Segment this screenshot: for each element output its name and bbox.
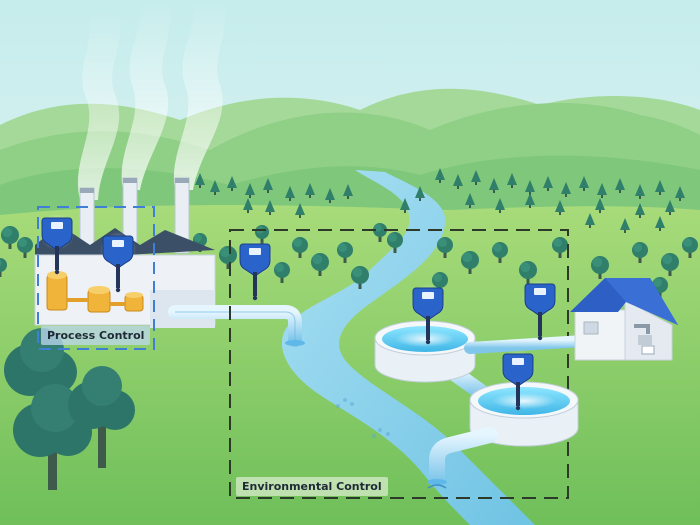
pine-tree-icon	[525, 193, 535, 208]
process-control-frame	[37, 206, 155, 350]
chimney	[79, 187, 95, 249]
pine-tree-icon	[635, 184, 645, 199]
house-icon	[570, 278, 678, 361]
pine-tree-icon	[561, 182, 571, 197]
sensors	[39, 214, 558, 411]
tree-icon	[492, 242, 508, 263]
background-trees	[195, 168, 685, 233]
water-sensor-icon	[237, 240, 273, 301]
pine-tree-icon	[305, 183, 315, 198]
pine-tree-icon	[555, 200, 565, 215]
treatment-basin-icon	[374, 320, 493, 403]
pine-tree-icon	[265, 200, 275, 215]
foreground-trees	[4, 328, 135, 490]
process-control-label: Process Control	[41, 326, 151, 345]
pine-tree-icon	[495, 198, 505, 213]
pine-tree-icon	[675, 186, 685, 201]
tree-icon	[68, 366, 135, 468]
tree-icon	[591, 256, 609, 279]
tree-icon	[461, 251, 479, 274]
tree-icon	[661, 253, 679, 276]
water-tap-icon	[634, 324, 655, 355]
tree-icon	[1, 226, 19, 249]
tree-icon	[0, 258, 7, 277]
tree-icon	[292, 237, 308, 258]
pine-tree-icon	[595, 198, 605, 213]
pipe-icon	[168, 305, 305, 347]
pine-tree-icon	[343, 184, 353, 199]
pine-tree-icon	[579, 176, 589, 191]
pine-tree-icon	[655, 180, 665, 195]
pine-tree-icon	[585, 213, 595, 228]
pine-tree-icon	[400, 198, 410, 213]
tree-icon	[437, 237, 453, 258]
pine-tree-icon	[507, 173, 517, 188]
tree-icon	[337, 242, 353, 263]
river	[281, 170, 535, 525]
water-sensor-icon	[39, 214, 75, 275]
tree-icon	[432, 272, 448, 293]
round-trees	[0, 223, 698, 312]
pine-tree-icon	[243, 198, 253, 213]
pine-tree-icon	[295, 203, 305, 218]
tree-icon	[682, 237, 698, 258]
pine-tree-icon	[655, 216, 665, 231]
tree-icon	[274, 262, 290, 283]
water-sensor-icon	[410, 284, 446, 345]
tree-icon	[632, 242, 648, 263]
pine-tree-icon	[227, 176, 237, 191]
tree-icon	[519, 261, 537, 284]
pine-tree-icon	[635, 203, 645, 218]
pine-tree-icon	[325, 188, 335, 203]
tree-icon	[387, 232, 403, 253]
pine-tree-icon	[435, 168, 445, 183]
tree-icon	[17, 237, 33, 258]
pine-tree-icon	[465, 193, 475, 208]
river-ripples	[336, 398, 390, 438]
pine-tree-icon	[543, 176, 553, 191]
pine-tree-icon	[620, 218, 630, 233]
tank	[46, 274, 68, 311]
environmental-control-label: Environmental Control	[236, 477, 388, 496]
pine-tree-icon	[471, 170, 481, 185]
pine-tree-icon	[597, 183, 607, 198]
pine-tree-icon	[263, 178, 273, 193]
pine-tree-icon	[195, 173, 205, 188]
pine-tree-icon	[285, 186, 295, 201]
water-sensor-icon	[522, 280, 558, 341]
pine-tree-icon	[489, 178, 499, 193]
pine-tree-icon	[665, 200, 675, 215]
pine-tree-icon	[210, 180, 220, 195]
pine-tree-icon	[453, 174, 463, 189]
pine-tree-icon	[615, 178, 625, 193]
water-sensor-icon	[500, 350, 536, 411]
water-sensor-icon	[100, 232, 136, 293]
pine-tree-icon	[245, 183, 255, 198]
tree-icon	[552, 237, 568, 258]
pipe-icon	[427, 427, 498, 489]
tree-icon	[351, 266, 369, 289]
pine-tree-icon	[415, 186, 425, 201]
environmental-control-frame	[229, 229, 569, 499]
chimney-smoke-icon	[77, 0, 226, 200]
tree-icon	[311, 253, 329, 276]
tree-icon	[219, 246, 237, 269]
